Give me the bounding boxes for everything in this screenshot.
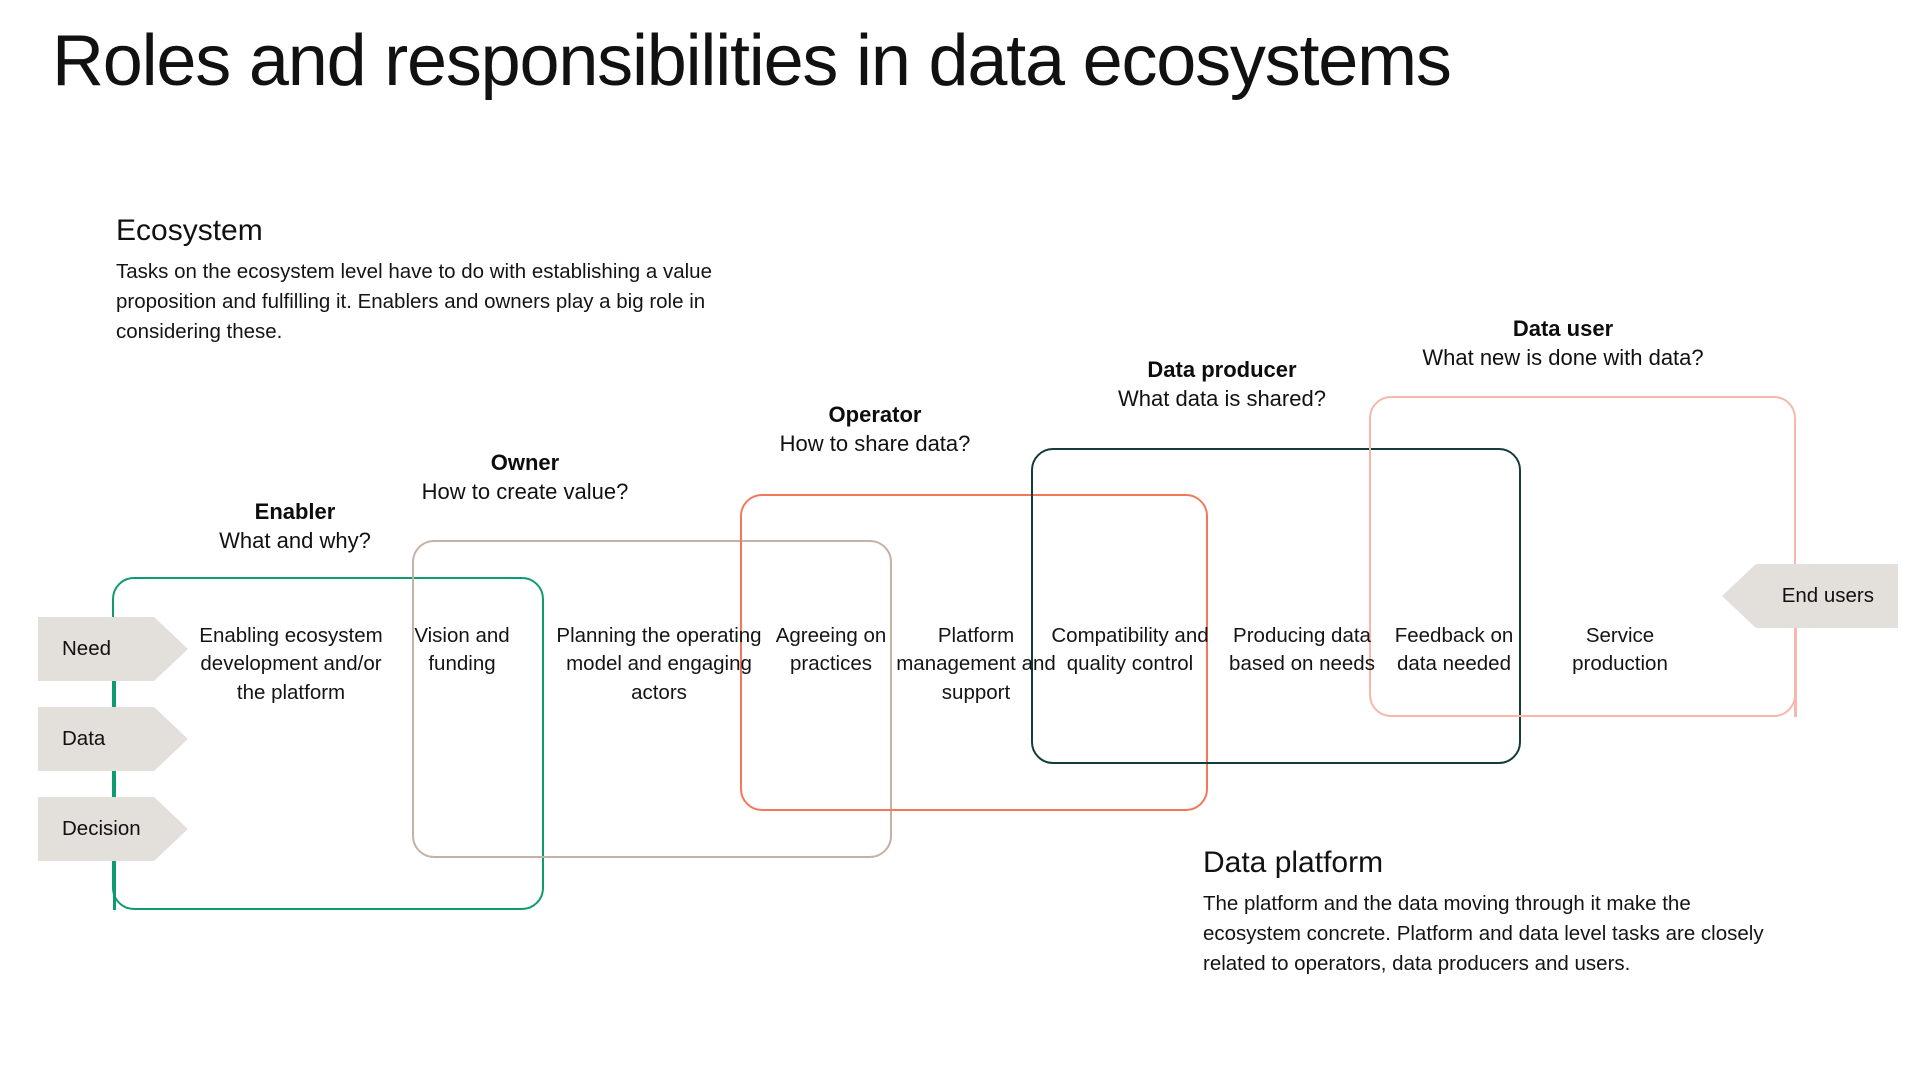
role-question-data-producer: What data is shared? <box>1118 386 1326 412</box>
task-feedback-on-data-needed: Feedback on data needed <box>1394 624 1514 676</box>
role-frame-owner <box>412 540 892 858</box>
role-name-operator: Operator <box>828 402 922 427</box>
task-compatibility-quality-control: Compatibility and quality control <box>1051 624 1209 676</box>
role-name-data-producer: Data producer <box>1147 357 1297 382</box>
role-frame-data-user <box>1369 396 1796 717</box>
page-title: Roles and responsibilities in data ecosy… <box>52 21 1452 101</box>
role-name-owner: Owner <box>490 450 560 475</box>
role-header-enabler: Enabler What and why? <box>150 497 440 556</box>
task-producing-data-based-on-needs: Producing data based on needs <box>1229 624 1375 676</box>
input-chevron-decision: Decision <box>38 797 188 861</box>
role-question-owner: How to create value? <box>421 479 629 505</box>
role-header-data-user: Data user What new is done with data? <box>1398 314 1728 373</box>
input-chevron-data-label: Data <box>62 727 106 750</box>
task-agreeing-on-practices: Agreeing on practices <box>775 624 887 676</box>
connector-line-green-3 <box>113 861 116 910</box>
input-chevron-decision-label: Decision <box>62 817 141 840</box>
task-platform-management-support: Platform management and support <box>896 624 1056 704</box>
connector-line-green-2 <box>113 771 116 797</box>
role-header-operator: Operator How to share data? <box>730 400 1020 459</box>
connector-line-green-1 <box>113 681 116 707</box>
task-enabling-ecosystem-development: Enabling ecosystem development and/or th… <box>199 624 383 704</box>
role-question-enabler: What and why? <box>219 528 371 554</box>
role-name-enabler: Enabler <box>254 499 336 524</box>
note-ecosystem-body: Tasks on the ecosystem level have to do … <box>116 260 712 344</box>
task-planning-operating-model: Planning the operating model and engagin… <box>556 624 762 704</box>
task-vision-and-funding: Vision and funding <box>414 624 510 676</box>
note-ecosystem-title: Ecosystem <box>116 214 263 247</box>
task-service-production: Service production <box>1572 624 1668 676</box>
role-name-data-user: Data user <box>1512 316 1614 341</box>
role-frame-operator <box>740 494 1208 811</box>
note-data-platform-body: The platform and the data moving through… <box>1203 892 1764 976</box>
role-question-operator: How to share data? <box>779 431 971 457</box>
role-frame-data-producer <box>1031 448 1521 764</box>
input-chevron-need: Need <box>38 617 188 681</box>
note-data-platform: Data platform The platform and the data … <box>1203 845 1773 979</box>
output-chevron-end-users: End users <box>1722 564 1898 628</box>
role-header-data-producer: Data producer What data is shared? <box>1057 355 1387 414</box>
connector-line-pink-1 <box>1794 628 1797 717</box>
output-chevron-end-users-label: End users <box>1781 584 1874 607</box>
note-data-platform-title: Data platform <box>1203 846 1384 879</box>
role-header-owner: Owner How to create value? <box>380 448 670 507</box>
input-chevron-need-label: Need <box>62 637 112 660</box>
role-question-data-user: What new is done with data? <box>1422 345 1704 371</box>
note-ecosystem: Ecosystem Tasks on the ecosystem level h… <box>116 213 716 347</box>
input-chevron-data: Data <box>38 707 188 771</box>
